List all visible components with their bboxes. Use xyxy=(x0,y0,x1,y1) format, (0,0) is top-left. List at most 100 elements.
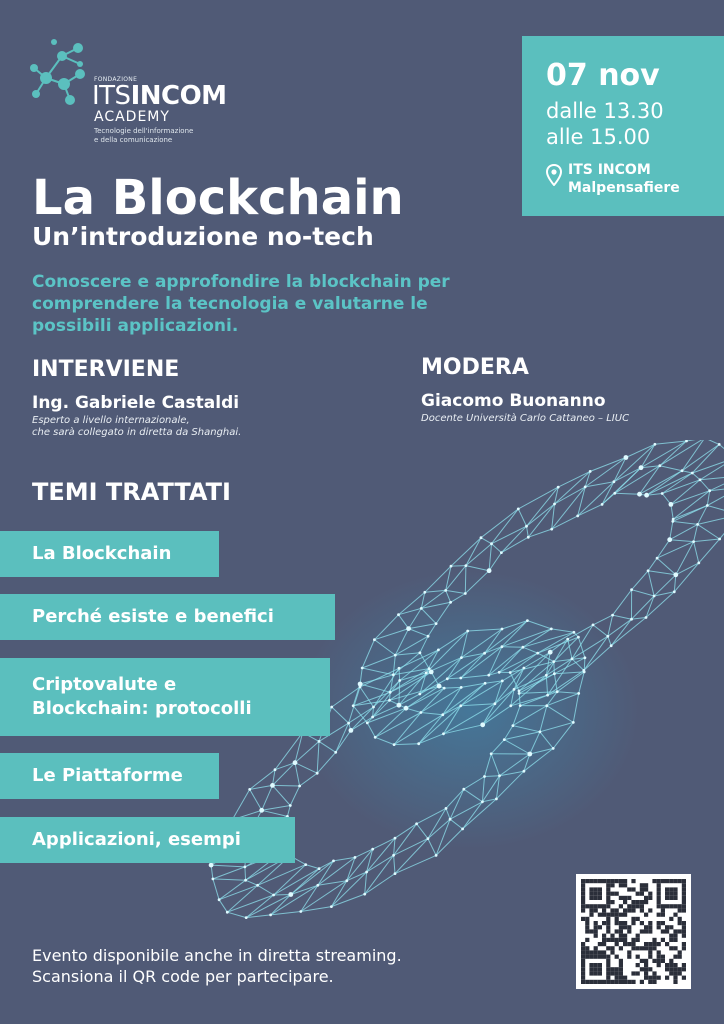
chain-mesh-line xyxy=(424,589,446,593)
chain-mesh-line xyxy=(445,565,467,591)
chain-mesh-line xyxy=(442,705,462,716)
chain-mesh-node xyxy=(442,686,446,690)
chain-mesh-node xyxy=(544,673,548,677)
qr-module xyxy=(610,971,615,976)
qr-code[interactable] xyxy=(576,874,691,989)
chain-mesh-node xyxy=(508,671,512,674)
chain-mesh-line xyxy=(408,623,437,630)
chain-mesh-line xyxy=(526,486,559,527)
qr-module xyxy=(606,975,611,980)
chain-mesh-node xyxy=(522,666,526,670)
chain-mesh-line xyxy=(584,471,591,488)
chain-mesh-node xyxy=(500,551,503,554)
qr-module xyxy=(610,908,615,913)
qr-module xyxy=(589,904,594,909)
chain-mesh-line xyxy=(445,590,452,603)
chain-mesh-line xyxy=(405,685,440,709)
chain-mesh-line xyxy=(647,557,658,572)
chain-mesh-line xyxy=(554,486,586,505)
qr-module xyxy=(602,904,607,909)
chain-mesh-node xyxy=(426,634,430,638)
qr-module xyxy=(648,954,653,959)
chain-mesh-line xyxy=(480,537,492,545)
chain-mesh-line xyxy=(374,707,407,738)
qr-module xyxy=(593,879,598,884)
chain-mesh-line xyxy=(672,490,711,520)
qr-module xyxy=(602,912,607,917)
qr-module xyxy=(681,904,686,909)
qr-module xyxy=(618,937,623,942)
chain-mesh-line xyxy=(647,570,655,597)
chain-mesh-line xyxy=(420,712,443,716)
chain-mesh-line xyxy=(408,608,422,629)
chain-mesh-line xyxy=(374,712,422,738)
chain-mesh-line xyxy=(490,753,500,776)
qr-module xyxy=(639,958,644,963)
chain-mesh-node xyxy=(696,523,699,526)
qr-module xyxy=(644,925,649,930)
chain-mesh-line xyxy=(513,667,525,690)
chain-mesh-line xyxy=(554,471,591,505)
its-incom-logo xyxy=(30,39,85,105)
qr-module xyxy=(589,912,594,917)
qr-module xyxy=(618,912,623,917)
chain-mesh-line xyxy=(484,628,503,654)
chain-mesh-line xyxy=(435,819,451,856)
chain-mesh-node xyxy=(692,540,695,543)
qr-module xyxy=(665,879,670,884)
chain-mesh-node xyxy=(717,443,721,446)
chain-mesh-line xyxy=(359,667,363,685)
chain-mesh-node xyxy=(516,507,520,511)
qr-module xyxy=(606,879,611,884)
qr-module xyxy=(656,925,661,930)
chain-mesh-line xyxy=(699,477,724,481)
qr-module xyxy=(681,883,686,888)
qr-module xyxy=(618,879,623,884)
chain-mesh-line xyxy=(394,628,410,656)
qr-module xyxy=(677,904,682,909)
qr-module xyxy=(648,891,653,896)
topic-label: Perché esiste e benefici xyxy=(32,606,274,627)
chain-mesh-line xyxy=(218,879,246,901)
chain-mesh-line xyxy=(601,481,615,505)
chain-mesh-line xyxy=(273,868,320,896)
qr-module xyxy=(581,967,586,972)
chain-mesh-node xyxy=(360,666,364,670)
qr-module xyxy=(652,975,657,980)
chain-mesh-line xyxy=(612,589,633,616)
chain-mesh-line xyxy=(645,591,675,618)
chain-mesh-line xyxy=(446,657,462,680)
chain-mesh-node xyxy=(576,514,580,518)
chain-mesh-line xyxy=(583,645,612,671)
chain-mesh-line xyxy=(645,595,655,618)
chain-mesh-line xyxy=(226,884,258,913)
chain-mesh-line xyxy=(395,652,420,656)
chain-mesh-line xyxy=(523,753,531,772)
qr-module xyxy=(614,967,619,972)
chain-mesh-line xyxy=(418,705,462,745)
qr-module xyxy=(665,925,670,930)
chain-mesh-line xyxy=(375,736,395,746)
chain-mesh-line xyxy=(659,440,687,467)
qr-module xyxy=(627,942,632,947)
qr-module xyxy=(669,891,674,896)
qr-module xyxy=(597,954,602,959)
logo-tagline-2: e della comunicazione xyxy=(94,136,173,144)
qr-module xyxy=(644,967,649,972)
chain-mesh-line xyxy=(405,687,445,709)
chain-mesh-line xyxy=(461,682,486,688)
qr-module xyxy=(665,895,670,900)
qr-module xyxy=(589,895,594,900)
chain-mesh-line xyxy=(231,789,251,821)
chain-mesh-node xyxy=(418,692,422,696)
qr-module xyxy=(665,887,670,892)
chain-mesh-line xyxy=(527,503,555,538)
chain-mesh-line xyxy=(631,570,649,591)
qr-module xyxy=(581,958,586,963)
chain-mesh-line xyxy=(659,465,683,472)
chain-mesh-line xyxy=(546,658,573,676)
chain-mesh-node xyxy=(406,626,411,631)
event-date: 07 nov xyxy=(546,58,660,93)
chain-mesh-line xyxy=(398,680,401,706)
